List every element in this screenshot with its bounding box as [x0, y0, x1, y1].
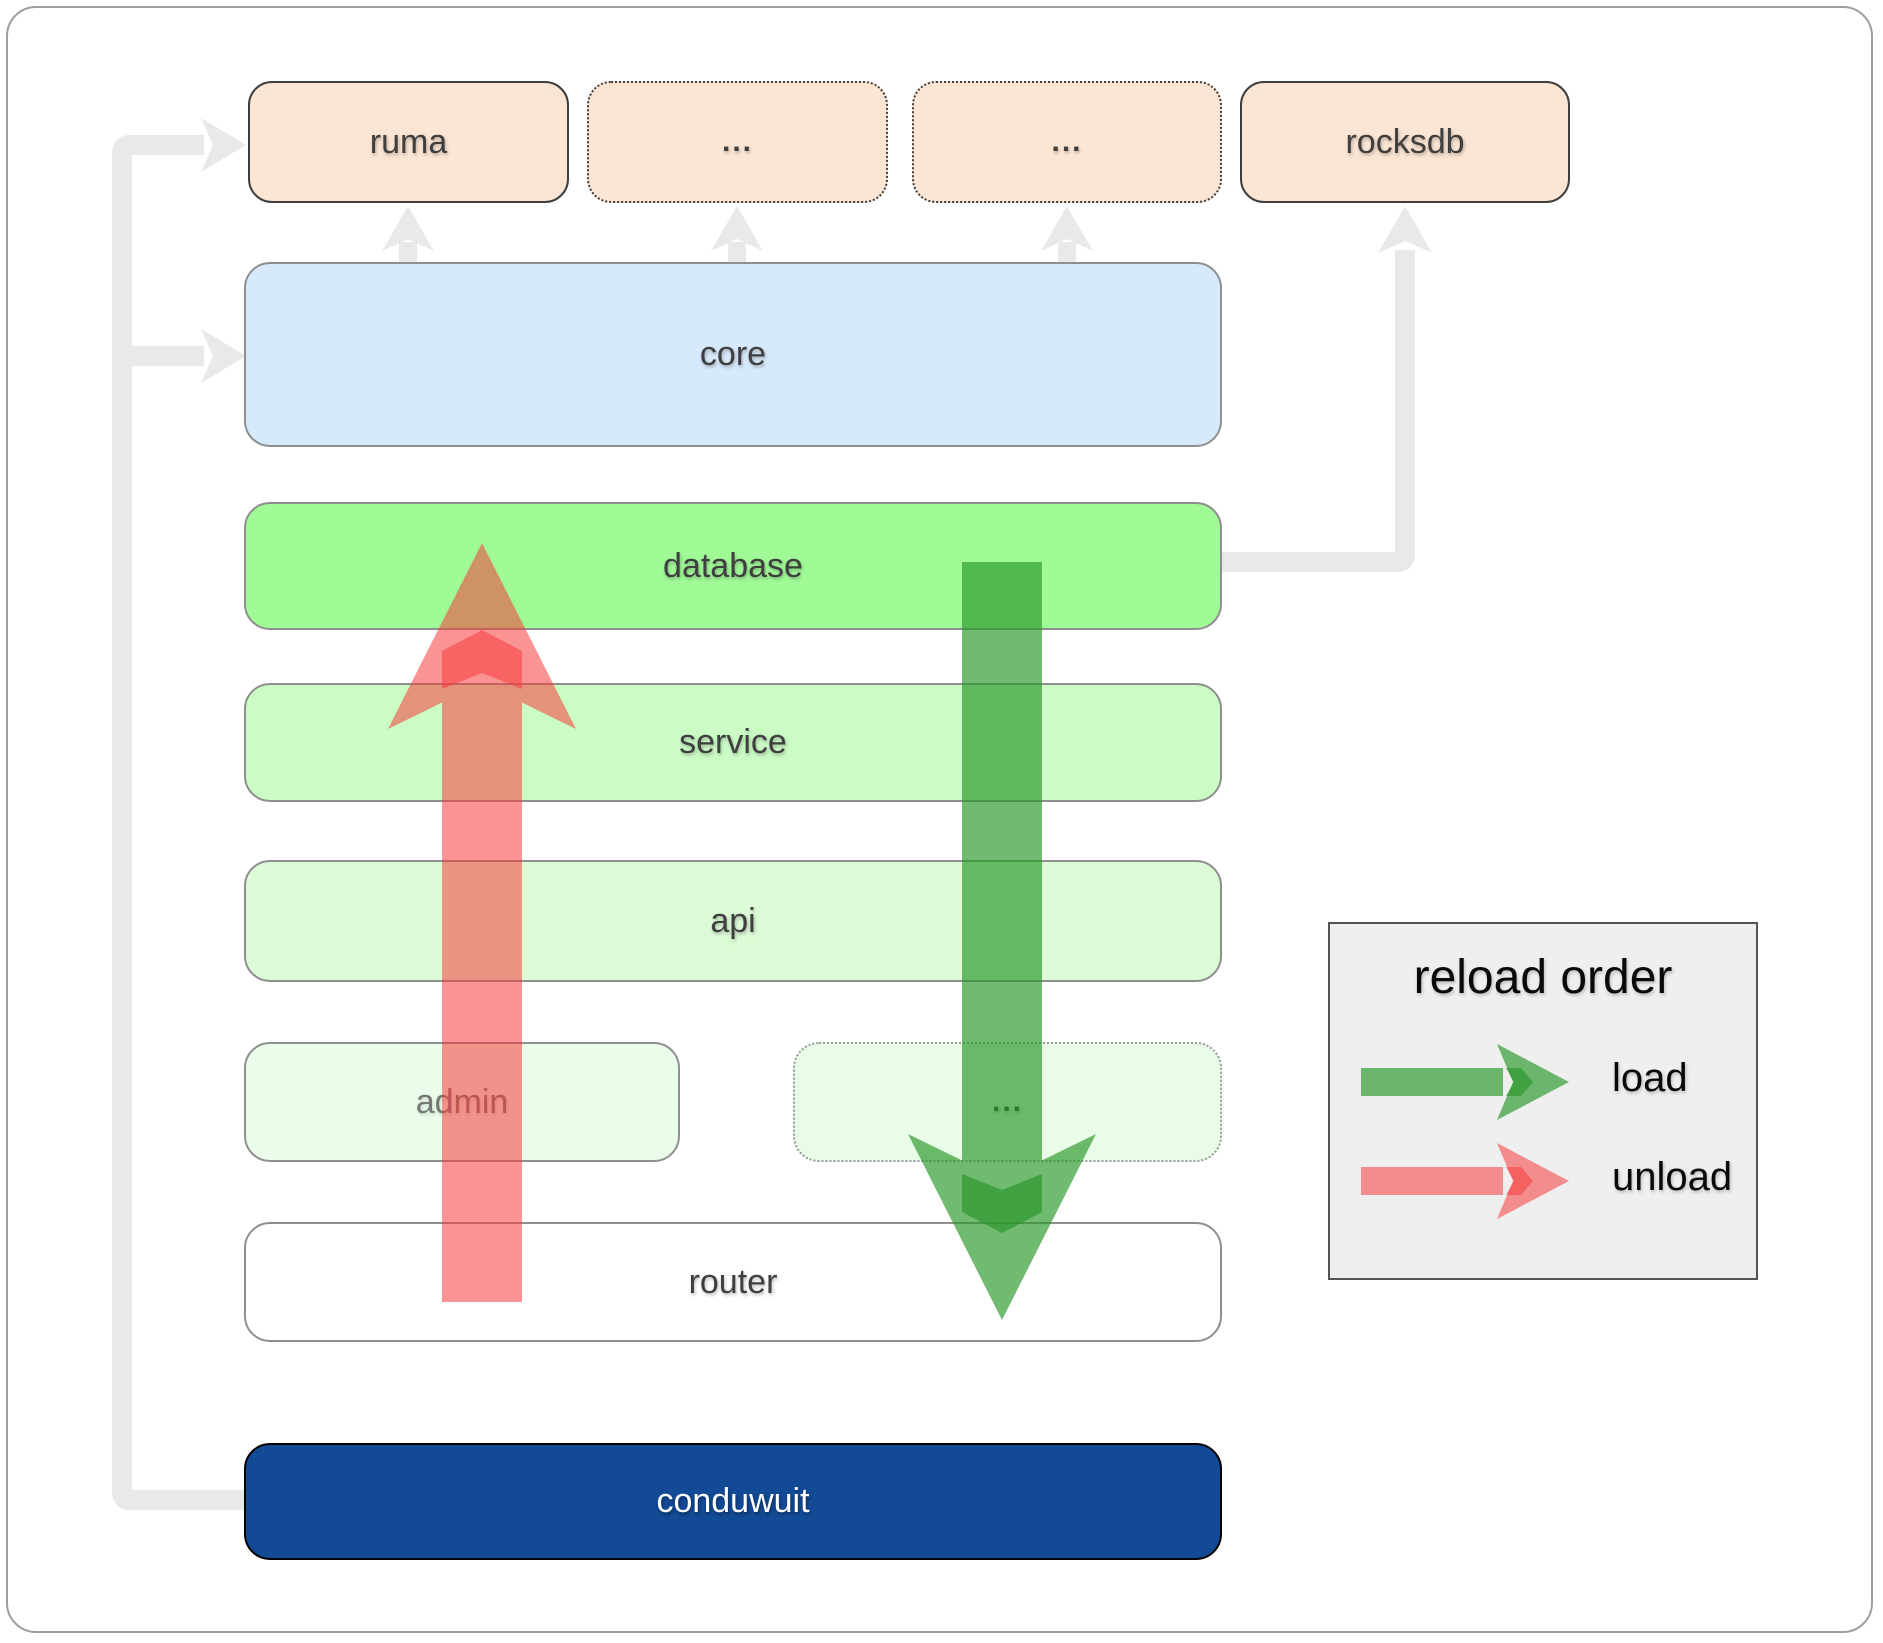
core-to-ellipsis1-arrow [711, 206, 763, 263]
diagram-outer-border [6, 6, 1873, 1633]
load-arrow-overlap [962, 1174, 1042, 1233]
legend-load-arrow-icon [1361, 1044, 1569, 1120]
node-core-label: core [699, 335, 767, 373]
legend-unload-label: unload [1612, 1155, 1733, 1199]
core-to-ellipsis2-arrow [1041, 206, 1093, 263]
node-router: router [244, 1222, 1222, 1342]
conduwuit-to-ruma-connector [112, 135, 244, 1510]
conduwuit-to-ruma-arrowhead [201, 118, 246, 172]
unload-arrow [388, 543, 576, 1302]
node-database: database [244, 502, 1222, 630]
node-ellipsis-1-label: ... [721, 125, 753, 158]
legend-unload-arrow-icon [1361, 1143, 1569, 1219]
node-ellipsis-2: ... [912, 81, 1222, 203]
legend-load-arrow-overlap [1506, 1068, 1533, 1096]
legend-panel [1328, 922, 1758, 1280]
node-ruma: ruma [248, 81, 569, 203]
database-to-rocksdb-connector [1222, 250, 1415, 572]
node-conduwuit: conduwuit [244, 1443, 1222, 1560]
node-api-label: api [710, 901, 756, 940]
node-ellipsis-1: ... [587, 81, 888, 203]
load-arrow [908, 562, 1096, 1320]
database-to-rocksdb-arrowhead [1378, 206, 1432, 253]
node-core: core [244, 262, 1222, 447]
node-ellipsis-2-label: ... [1051, 125, 1083, 158]
node-rocksdb-label: rocksdb [1345, 122, 1465, 161]
unload-arrow-overlap [442, 630, 522, 689]
node-ruma-label: ruma [369, 122, 448, 161]
conduwuit-to-core-arrowhead [201, 329, 246, 383]
legend-load-label: load [1612, 1056, 1688, 1100]
legend-unload-arrow-overlap [1506, 1167, 1533, 1195]
node-service-label: service [679, 723, 787, 761]
core-to-ruma-arrow [382, 206, 434, 263]
legend-title: reload order [1413, 951, 1673, 1004]
node-conduwuit-label: conduwuit [656, 1482, 810, 1520]
node-api: api [244, 860, 1222, 982]
node-rocksdb: rocksdb [1240, 81, 1570, 203]
node-database-label: database [663, 546, 803, 585]
node-router-label: router [688, 1262, 778, 1301]
